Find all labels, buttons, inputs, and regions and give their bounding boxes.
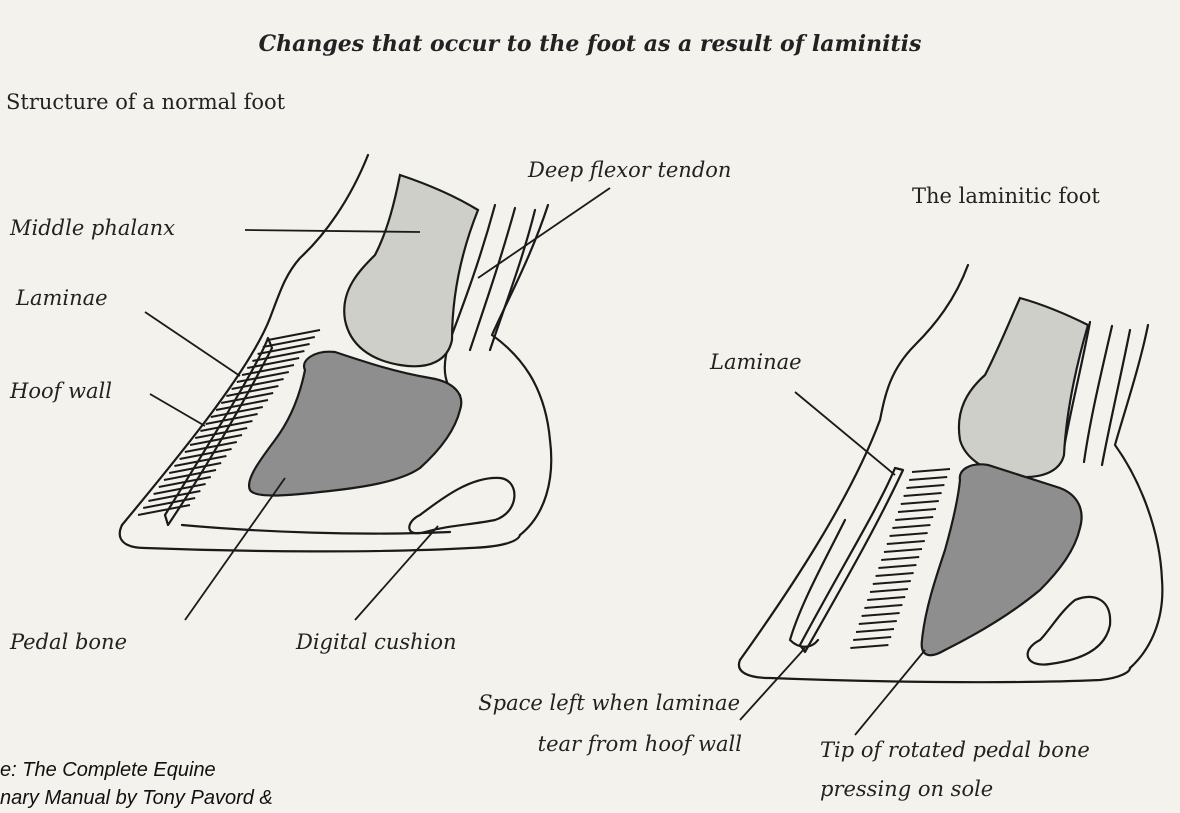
label-tip-rotated-line1: Tip of rotated pedal bone <box>820 740 1090 761</box>
label-laminae-normal: Laminae <box>16 288 108 309</box>
label-laminae-laminitic: Laminae <box>710 352 802 373</box>
label-pedal-bone-normal: Pedal bone <box>10 632 127 653</box>
diagram-title: Changes that occur to the foot as a resu… <box>120 33 1060 55</box>
laminitic-foot-heading: The laminitic foot <box>912 186 1100 207</box>
normal-foot-heading: Structure of a normal foot <box>6 92 285 113</box>
label-hoof-wall: Hoof wall <box>10 381 112 402</box>
label-tip-rotated-line2: pressing on sole <box>820 779 993 800</box>
label-middle-phalanx: Middle phalanx <box>10 218 175 239</box>
source-credit-line2: nary Manual by Tony Pavord & <box>0 784 273 812</box>
label-space-left-line1: Space left when laminae <box>380 693 740 714</box>
label-deep-flexor-tendon: Deep flexor tendon <box>528 160 731 181</box>
label-digital-cushion: Digital cushion <box>296 632 457 653</box>
label-space-left-line2: tear from hoof wall <box>380 734 742 755</box>
source-credit-line1: e: The Complete Equine <box>0 756 216 784</box>
